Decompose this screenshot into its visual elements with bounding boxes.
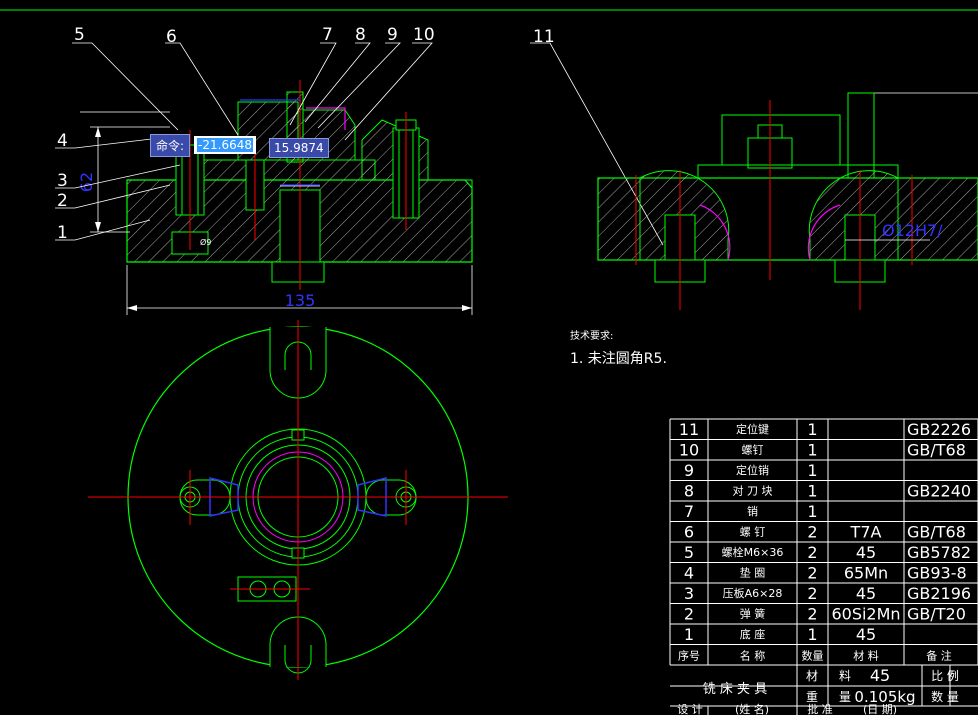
balloon-5: 5: [74, 25, 85, 45]
bom-row-name: 螺栓M6×36: [722, 545, 784, 559]
bom-row-standard: GB/T68: [907, 441, 966, 460]
bom-row-standard: GB2240: [907, 482, 971, 501]
tech-note: 1. 未注圆角R5.: [570, 351, 667, 367]
command-label: 命令:: [150, 133, 191, 157]
balloon-labels: 5 6 7 8 9 10 11 4 3 2 1: [57, 25, 555, 243]
command-x-input[interactable]: -21.6648: [194, 136, 256, 154]
front-dimensions: 135 62 Ø9: [77, 126, 473, 315]
bom-footer-approve: 批 准: [807, 702, 833, 715]
bom-material-value: 45: [870, 666, 890, 685]
bom-row-name: 螺钉: [742, 444, 764, 457]
dim-width-text: 135: [285, 291, 316, 310]
bom-weight-label-b: 量: [839, 690, 851, 704]
bom-weight-label-a: 重: [806, 690, 818, 704]
bom-row-name: 对 刀 块: [733, 484, 773, 498]
bom-row-name: 弹 簧: [740, 607, 766, 621]
bom-weight-value: 0.105kg: [854, 688, 915, 706]
bom-row-no: 10: [679, 441, 699, 460]
bom-row-name: 底 座: [740, 627, 766, 641]
bom-row-qty: 1: [807, 502, 817, 521]
side-section-view[interactable]: Ø12H7/: [597, 92, 978, 310]
bom-row-standard: GB5782: [907, 543, 971, 562]
technical-requirements: 技术要求: 1. 未注圆角R5.: [570, 330, 667, 366]
bom-header-qty: 数量: [802, 650, 824, 663]
bom-row-material: 65Mn: [844, 564, 888, 583]
bom-row-no: 3: [684, 584, 694, 603]
bom-row-qty: 1: [807, 461, 817, 480]
bom-row-no: 1: [684, 625, 694, 644]
bom-title: 铣 床 夹 具: [703, 682, 767, 697]
bom-footer-date: (日 期): [863, 703, 897, 715]
bom-header-remark: 备 注: [926, 649, 952, 663]
bom-row-no: 11: [679, 420, 699, 439]
bom-row-no: 6: [684, 523, 694, 542]
bom-footer-designer: 设 计: [677, 703, 703, 715]
bom-header-material: 材 料: [853, 649, 879, 663]
balloon-2: 2: [57, 191, 68, 211]
balloon-4: 4: [57, 131, 68, 151]
balloon-6: 6: [166, 27, 177, 47]
bom-row-qty: 1: [807, 441, 817, 460]
bom-row-qty: 2: [807, 605, 817, 624]
bom-row-no: 7: [684, 502, 694, 521]
bom-row-standard: GB2196: [907, 584, 971, 603]
bom-row-material: 45: [856, 625, 876, 644]
balloon-11: 11: [533, 27, 555, 47]
bom-row-material: T7A: [850, 523, 882, 542]
bom-row-material: 45: [856, 584, 876, 603]
balloon-1: 1: [57, 223, 68, 243]
bom-row-material: 45: [856, 543, 876, 562]
bom-row-name: 定位键: [736, 422, 769, 436]
bom-row-no: 4: [684, 564, 694, 583]
bom-row-qty: 2: [807, 523, 817, 542]
bom-row-standard: GB2226: [907, 420, 971, 439]
bom-row-qty: 2: [807, 564, 817, 583]
bom-row-no: 2: [684, 605, 694, 624]
bom-material-label-b: 料: [839, 669, 851, 683]
balloon-10: 10: [413, 25, 435, 45]
bom-row-name: 压板A6×28: [723, 586, 783, 600]
balloon-8: 8: [355, 25, 366, 45]
bom-row-qty: 2: [807, 543, 817, 562]
bom-row-qty: 2: [807, 584, 817, 603]
top-view[interactable]: [88, 320, 508, 680]
bom-header-no: 序号: [678, 649, 700, 663]
bom-footer-name: (姓 名): [735, 702, 769, 715]
command-tooltip: 命令: -21.6648: [150, 133, 256, 157]
bom-row-standard: GB/T68: [907, 523, 966, 542]
command-x-value: -21.6648: [197, 138, 253, 152]
dim-height-text: 62: [77, 172, 96, 192]
bom-row-name: 垫 圈: [740, 566, 766, 580]
bom-row-no: 8: [684, 482, 694, 501]
front-section-view[interactable]: [126, 80, 473, 290]
bom-row-standard: GB93-8: [907, 564, 967, 583]
bom-row-name: 定位销: [736, 463, 769, 477]
dim-fit-text: Ø12H7/: [882, 221, 943, 240]
balloon-9: 9: [387, 25, 398, 45]
bom-header-name: 名 称: [740, 649, 766, 663]
balloon-3: 3: [57, 171, 68, 191]
bom-row-qty: 1: [807, 482, 817, 501]
bom-row-standard: GB/T20: [907, 605, 966, 624]
tech-title: 技术要求:: [570, 331, 614, 342]
bom-scale-label: 比 例: [931, 669, 959, 683]
bom-row-qty: 1: [807, 625, 817, 644]
bom-row-name: 螺 钉: [740, 526, 766, 539]
bom-count-label: 数 量: [931, 689, 959, 704]
command-y-input[interactable]: 15.9874: [269, 138, 329, 158]
dim-small-text: Ø9: [200, 237, 211, 247]
bom-row-qty: 1: [807, 420, 817, 439]
balloon-7: 7: [322, 25, 333, 45]
bom-row-no: 9: [684, 461, 694, 480]
bom-row-name: 销: [747, 504, 758, 518]
bom-material-label-a: 材: [806, 669, 818, 683]
bom-row-material: 60Si2Mn: [831, 605, 900, 624]
bom-row-no: 5: [684, 543, 694, 562]
